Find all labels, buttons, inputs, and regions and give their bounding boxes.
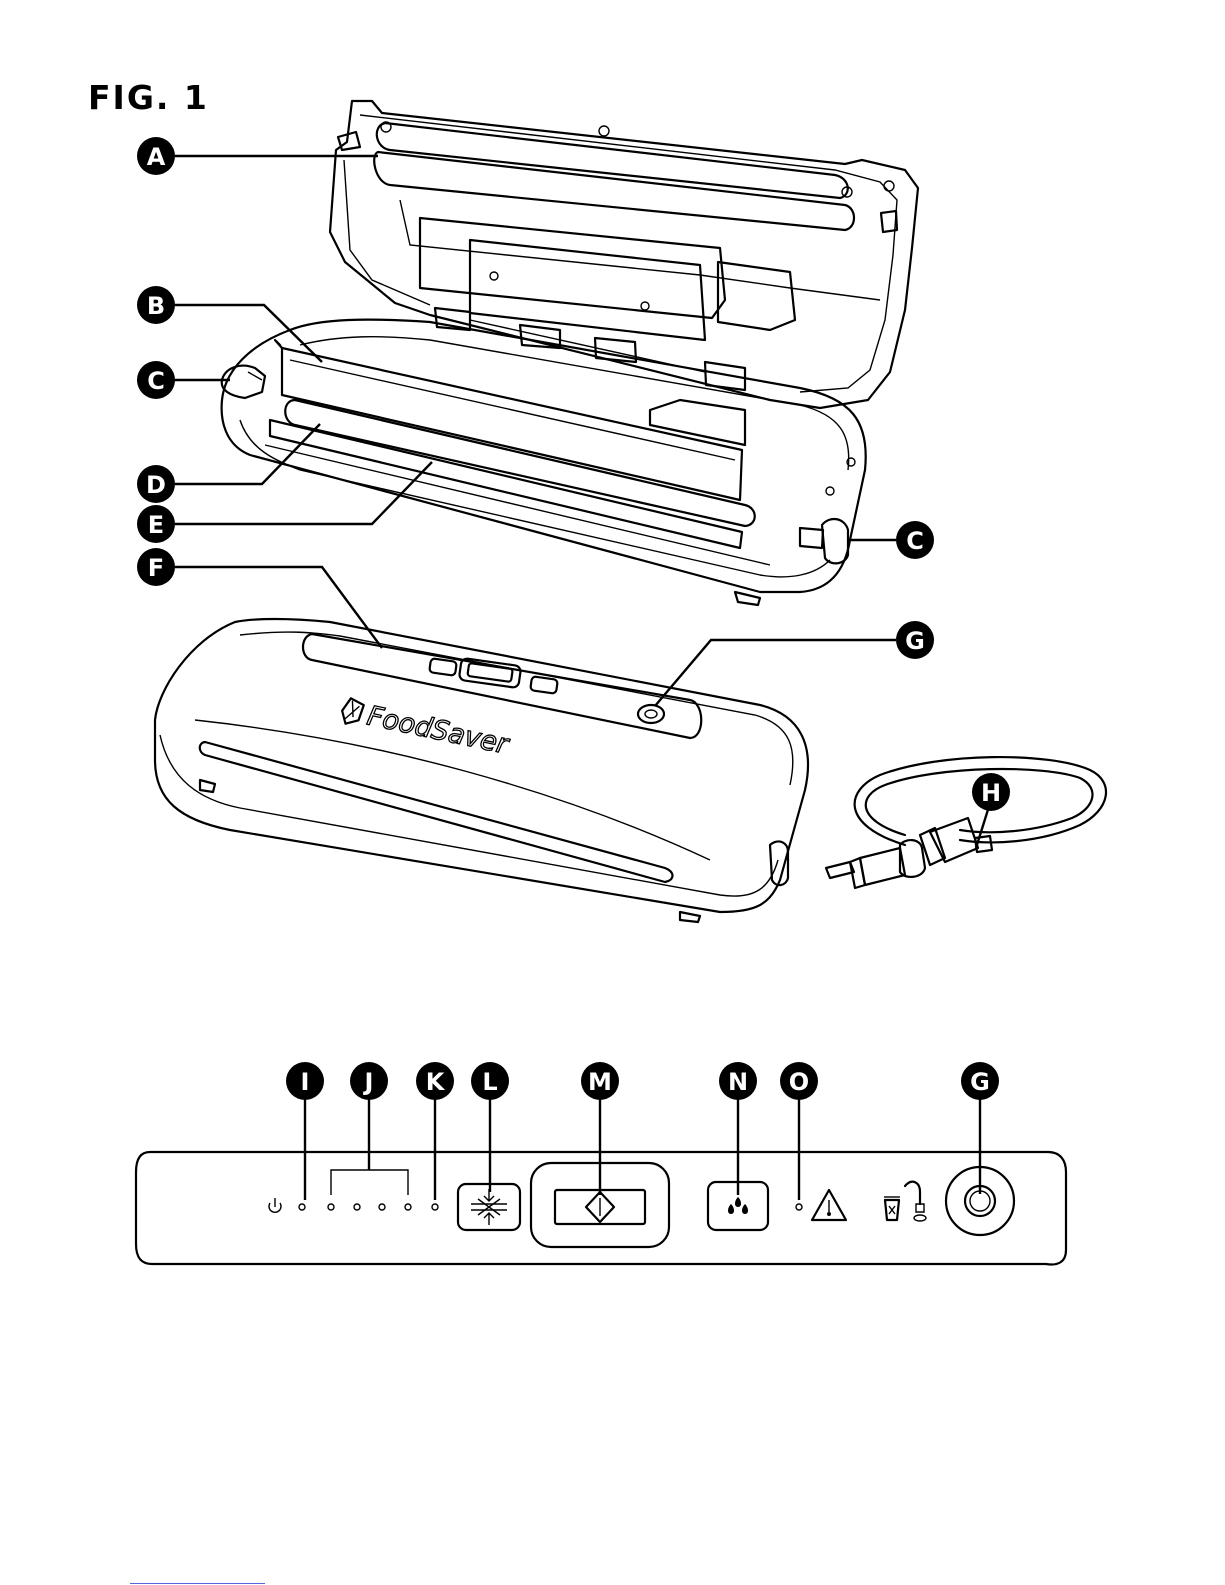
label-h: H (972, 773, 1010, 811)
moist-food-icon (728, 1197, 748, 1214)
progress-indicator-lights (328, 1204, 411, 1210)
label-c-left: C (137, 361, 175, 399)
label-g-top: G (896, 621, 934, 659)
power-icon (269, 1198, 281, 1212)
svg-text:J: J (363, 1068, 374, 1096)
svg-text:L: L (482, 1068, 497, 1096)
svg-text:H: H (981, 779, 1001, 807)
svg-text:F: F (148, 554, 164, 582)
start-icon (586, 1192, 614, 1222)
label-j: J (350, 1062, 388, 1100)
label-a: A (137, 137, 175, 175)
svg-text:O: O (789, 1068, 809, 1096)
svg-text:K: K (426, 1068, 446, 1096)
label-k: K (416, 1062, 454, 1100)
open-unit-illustration (222, 101, 918, 605)
label-i: I (286, 1062, 324, 1100)
svg-text:N: N (728, 1068, 748, 1096)
accessory-hose-illustration (826, 757, 1106, 888)
svg-text:C: C (147, 367, 165, 395)
warning-indicator-light (796, 1204, 802, 1210)
label-n: N (719, 1062, 757, 1100)
seal-indicator-light (432, 1204, 438, 1210)
progress-bracket (331, 1170, 408, 1195)
label-c-right: C (896, 521, 934, 559)
label-d: D (137, 465, 175, 503)
power-indicator-light (299, 1204, 305, 1210)
label-o: O (780, 1062, 818, 1100)
canister-hose-icon (884, 1182, 926, 1221)
svg-text:A: A (147, 143, 166, 171)
svg-text:B: B (147, 292, 165, 320)
svg-text:I: I (301, 1068, 310, 1096)
svg-text:G: G (905, 627, 925, 655)
label-f: F (137, 548, 175, 586)
label-g-bottom: G (961, 1062, 999, 1100)
svg-text:M: M (588, 1068, 612, 1096)
overheat-warning-icon (812, 1190, 846, 1220)
svg-text:D: D (146, 471, 166, 499)
label-l: L (471, 1062, 509, 1100)
label-e: E (137, 505, 175, 543)
svg-text:E: E (148, 511, 164, 539)
leader-lines (175, 156, 991, 1200)
seal-icon (471, 1189, 507, 1225)
label-m: M (581, 1062, 619, 1100)
closed-unit-illustration: FoodSaver (155, 619, 808, 922)
svg-text:C: C (906, 527, 924, 555)
footer-link-underline (130, 1583, 265, 1584)
svg-text:G: G (970, 1068, 990, 1096)
label-b: B (137, 286, 175, 324)
